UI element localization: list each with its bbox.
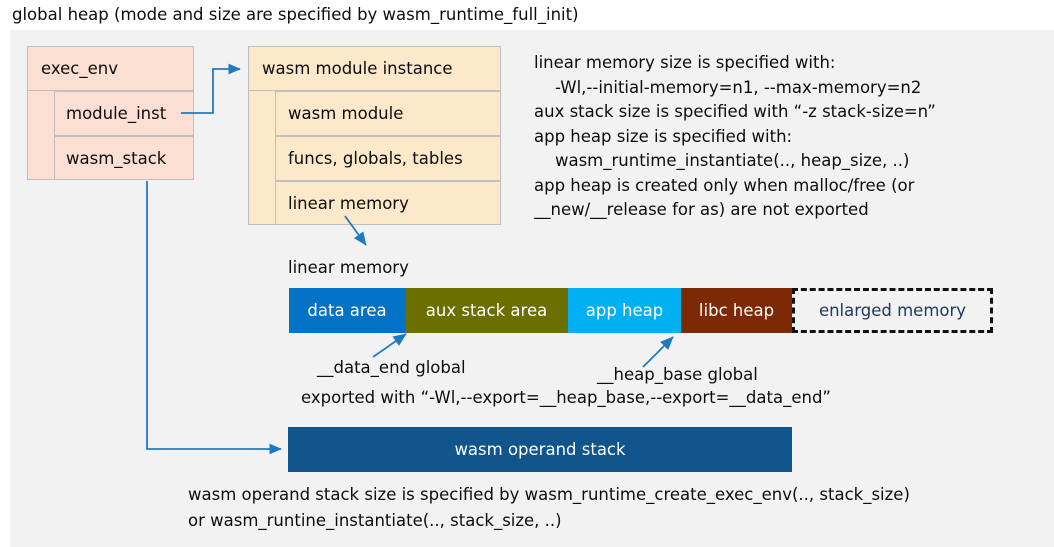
annotation-data-end: __data_end global bbox=[317, 358, 466, 377]
annotation-heap-base: __heap_base global bbox=[597, 365, 758, 384]
linear-memory-caption: linear memory bbox=[288, 258, 409, 277]
module-instance-row-funcs-globals-tables-label: funcs, globals, tables bbox=[288, 149, 463, 168]
memory-segment-enlarged-memory: enlarged memory bbox=[792, 288, 993, 333]
wasm-operand-stack-bar: wasm operand stack bbox=[288, 427, 792, 472]
wasm-module-instance-header-label: wasm module instance bbox=[262, 59, 453, 78]
operand-stack-note: wasm operand stack size is specified by … bbox=[188, 485, 910, 530]
memory-segment-data-area: data area bbox=[289, 288, 405, 333]
exec-env-field-wasm-stack-label: wasm_stack bbox=[66, 148, 167, 168]
module-instance-row-linear-memory-label: linear memory bbox=[288, 193, 409, 213]
module-instance-row-funcs-globals-tables: funcs, globals, tables bbox=[275, 136, 501, 181]
wasm-operand-stack-label: wasm operand stack bbox=[454, 440, 626, 459]
memory-segment-libc-heap: libc heap bbox=[681, 288, 792, 333]
wasm-module-instance-header: wasm module instance bbox=[248, 46, 501, 91]
exec-env-header-label: exec_env bbox=[41, 59, 118, 78]
configuration-notes: linear memory size is specified with: -W… bbox=[534, 53, 936, 219]
exec-env-field-wasm-stack: wasm_stack bbox=[54, 136, 194, 180]
annotation-exported-with: exported with “-Wl,--export=__heap_base,… bbox=[301, 388, 831, 407]
memory-segment-label: enlarged memory bbox=[818, 301, 967, 320]
module-instance-row-wasm-module-label: wasm module bbox=[288, 104, 404, 123]
memory-segment-label: app heap bbox=[585, 301, 664, 320]
module-instance-row-wasm-module: wasm module bbox=[275, 91, 501, 136]
linear-memory-bar: data area aux stack area app heap libc heap… bbox=[289, 288, 993, 333]
exec-env-field-module-inst: module_inst bbox=[54, 91, 194, 136]
memory-segment-aux-stack-area: aux stack area bbox=[405, 288, 568, 333]
memory-segment-label: data area bbox=[307, 301, 387, 320]
exec-env-field-module-inst-label: module_inst bbox=[66, 104, 167, 123]
memory-segment-app-heap: app heap bbox=[568, 288, 681, 333]
page-title: global heap (mode and size are specified… bbox=[12, 5, 579, 24]
memory-segment-label: aux stack area bbox=[425, 301, 548, 320]
memory-segment-label: libc heap bbox=[698, 301, 775, 320]
module-instance-row-linear-memory: linear memory bbox=[275, 181, 501, 225]
exec-env-header: exec_env bbox=[27, 46, 194, 91]
